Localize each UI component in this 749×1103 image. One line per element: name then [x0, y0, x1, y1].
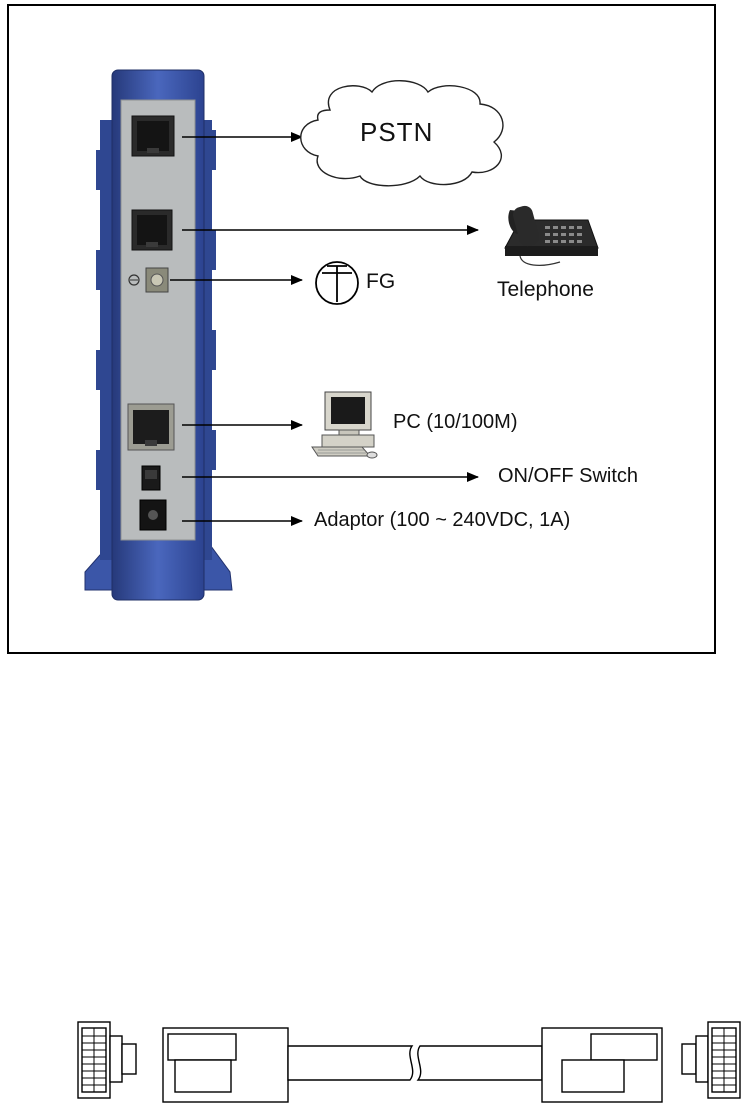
- tel-port: [132, 210, 172, 250]
- right-plug-end-view: [682, 1022, 740, 1098]
- fg-label: FG: [366, 270, 395, 294]
- left-plug-end-view: [78, 1022, 136, 1098]
- pc-lan-port: [128, 404, 174, 450]
- pc-label: PC (10/100M): [393, 411, 518, 434]
- dc-jack: [140, 500, 166, 530]
- power-switch: [142, 466, 160, 490]
- right-plug-side-view: [542, 1028, 662, 1102]
- telephone-icon: [505, 204, 598, 265]
- pstn-label: PSTN: [360, 117, 433, 148]
- left-plug-side-view: [163, 1028, 288, 1102]
- pc-icon: [312, 392, 377, 458]
- rj-cable-diagram: [78, 1022, 740, 1102]
- switch-label: ON/OFF Switch: [498, 465, 638, 488]
- telephone-label: Telephone: [497, 278, 594, 302]
- adaptor-label: Adaptor (100 ~ 240VDC, 1A): [314, 509, 570, 532]
- connection-arrows: [170, 137, 478, 521]
- pstn-port: [132, 116, 174, 156]
- ground-symbol-icon: [316, 262, 358, 304]
